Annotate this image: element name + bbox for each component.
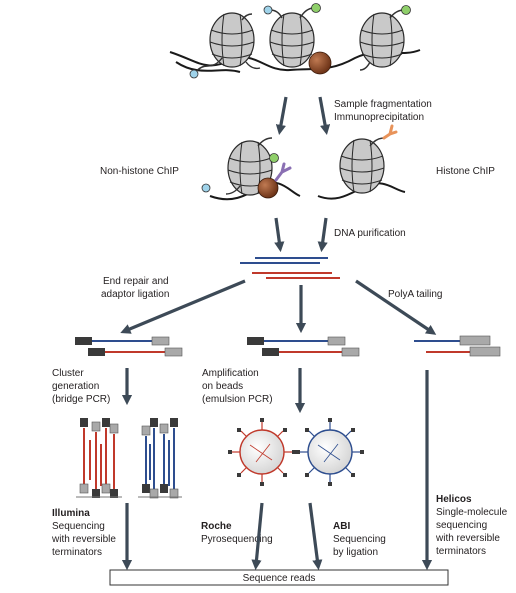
arrow: [275, 96, 288, 136]
cluster-label: generation: [52, 381, 99, 392]
arrow: [355, 279, 437, 335]
dna-purification-label: DNA purification: [334, 228, 406, 239]
chromatin-illustration: [169, 3, 421, 79]
emulsion-bead-red: [228, 418, 296, 486]
non-histone-chip-illustration: [201, 137, 301, 201]
nucleosome: [359, 5, 411, 71]
amplification-label: on beads: [202, 381, 243, 392]
histone-mark-blue: [263, 5, 273, 15]
antibody-orange: [382, 124, 398, 140]
histone-mark-green: [401, 5, 411, 15]
illumina-desc: terminators: [52, 547, 102, 558]
arrow: [308, 502, 323, 571]
sequence-reads-box: Sequence reads: [109, 569, 449, 586]
histone-mark-green: [311, 3, 321, 13]
abi-desc: by ligation: [333, 547, 378, 558]
illumina-desc: Sequencing: [52, 521, 105, 532]
histone-chip-label: Histone ChIP: [436, 166, 495, 177]
helicos-desc: terminators: [436, 546, 486, 557]
polya-tailed-fragments: [414, 335, 501, 357]
step-label-line: Sample fragmentation: [334, 99, 432, 110]
dna-binding-protein: [308, 51, 332, 75]
end-repair-label: End repair and: [103, 276, 169, 287]
arrow: [274, 217, 285, 253]
polya-tailing-label: PolyA tailing: [388, 289, 442, 300]
step-label-line: Immunoprecipitation: [334, 112, 424, 123]
abi-label: ABI: [333, 521, 350, 532]
histone-mark-blue: [201, 183, 211, 193]
roche-label: Roche: [201, 521, 232, 532]
nucleosome: [263, 3, 321, 68]
histone-mark-blue: [189, 69, 199, 79]
antibody-purple: [274, 162, 292, 182]
purified-dna-fragments: [240, 257, 340, 279]
amplification-label: Amplification: [202, 368, 259, 379]
adaptor-ligated-fragments: [75, 336, 183, 357]
illumina-desc: with reversible: [51, 534, 116, 545]
roche-desc: Pyrosequencing: [201, 534, 273, 545]
bridge-pcr-cluster-blue: [138, 418, 182, 499]
illumina-label: Illumina: [52, 508, 90, 519]
arrow: [318, 96, 331, 136]
arrow: [251, 502, 264, 571]
helicos-desc: with reversible: [435, 533, 500, 544]
helicos-desc: Single-molecule: [436, 507, 508, 518]
nucleosome: [189, 12, 261, 79]
bridge-pcr-cluster-red: [76, 418, 122, 498]
helicos-desc: sequencing: [436, 520, 487, 531]
arrow: [317, 217, 328, 253]
abi-desc: Sequencing: [333, 534, 386, 545]
cluster-label: Cluster: [52, 368, 84, 379]
arrow: [120, 279, 246, 334]
dna-binding-protein: [257, 177, 279, 199]
end-repair-label: adaptor ligation: [101, 289, 169, 300]
helicos-label: Helicos: [436, 494, 472, 505]
amplification-label: (emulsion PCR): [202, 394, 273, 405]
non-histone-chip-label: Non-histone ChIP: [100, 166, 179, 177]
cluster-label: (bridge PCR): [52, 394, 110, 405]
adaptor-ligated-fragments: [247, 336, 360, 357]
emulsion-bead-blue: [296, 418, 364, 486]
histone-chip-illustration: [317, 124, 406, 200]
histone-mark-green: [269, 153, 279, 163]
sequence-reads-label: Sequence reads: [243, 573, 316, 584]
